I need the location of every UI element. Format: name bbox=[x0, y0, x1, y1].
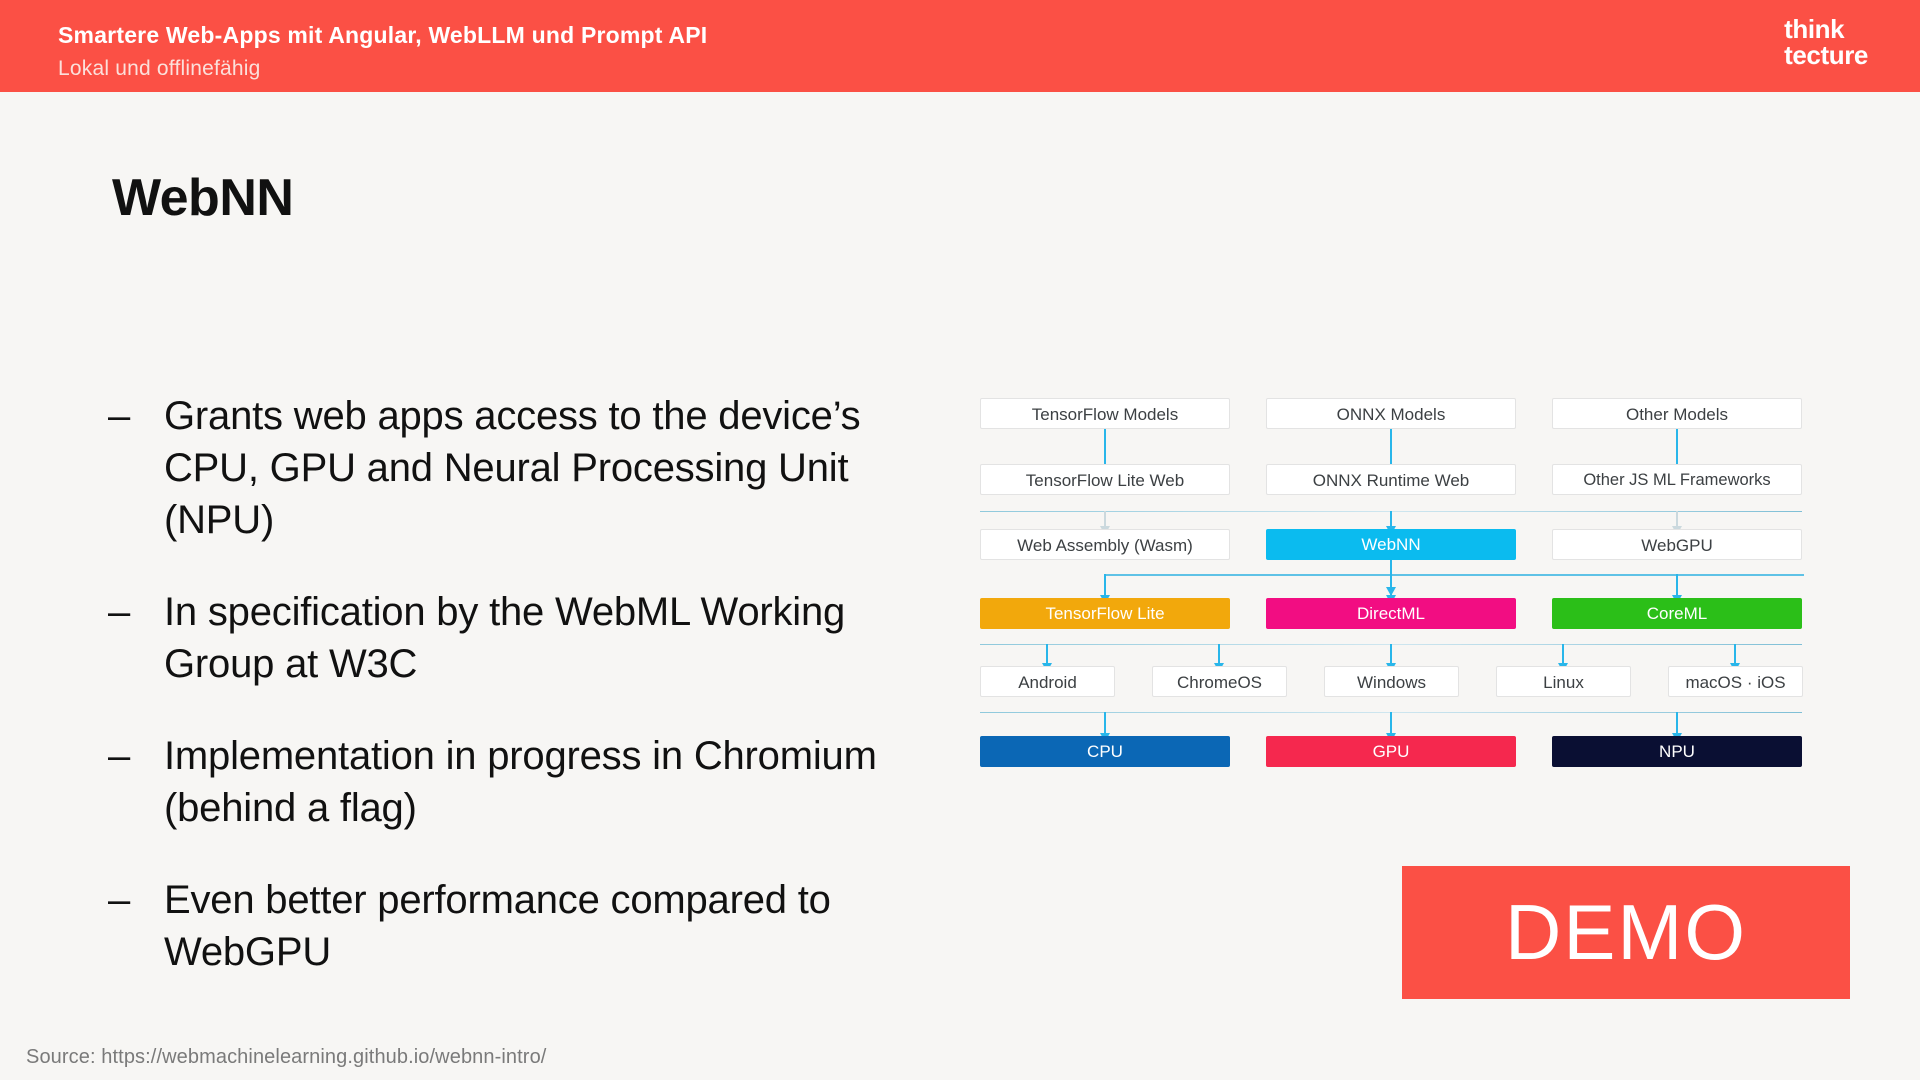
arrow-to-windows bbox=[1386, 644, 1396, 672]
node-linux: Linux bbox=[1496, 666, 1631, 697]
node-gpu: GPU bbox=[1266, 736, 1516, 767]
header-title: Smartere Web-Apps mit Angular, WebLLM un… bbox=[58, 22, 708, 48]
bullet-text: In specification by the WebML Working Gr… bbox=[164, 590, 846, 686]
node-npu: NPU bbox=[1552, 736, 1802, 767]
arrow-bus-to-coreml bbox=[1672, 574, 1682, 604]
node-other-models: Other Models bbox=[1552, 398, 1802, 429]
list-item: – Even better performance compared to We… bbox=[108, 874, 898, 978]
arrow-bus-to-directml bbox=[1386, 574, 1396, 604]
logo-line-tecture: tecture bbox=[1784, 40, 1868, 70]
thinktecture-logo: think tecture bbox=[1784, 16, 1868, 68]
logo-line-think: think bbox=[1784, 14, 1845, 44]
node-tensorflow-lite: TensorFlow Lite bbox=[980, 598, 1230, 629]
bullet-dash-icon: – bbox=[108, 590, 131, 634]
node-chromeos: ChromeOS bbox=[1152, 666, 1287, 697]
arrow-to-linux bbox=[1558, 644, 1568, 672]
arrow-to-gpu bbox=[1386, 712, 1396, 742]
bus-line-native bbox=[1104, 574, 1804, 576]
node-web-assembly-wasm: Web Assembly (Wasm) bbox=[980, 529, 1230, 560]
node-webgpu: WebGPU bbox=[1552, 529, 1802, 560]
node-directml: DirectML bbox=[1266, 598, 1516, 629]
demo-label: DEMO bbox=[1505, 888, 1747, 976]
bullet-text: Implementation in progress in Chromium (… bbox=[164, 734, 877, 830]
bullet-text: Grants web apps access to the device’s C… bbox=[164, 394, 861, 542]
arrow-bus-to-tflite bbox=[1100, 574, 1110, 604]
arrow-to-macos-ios bbox=[1730, 644, 1740, 672]
node-coreml: CoreML bbox=[1552, 598, 1802, 629]
node-onnx-models: ONNX Models bbox=[1266, 398, 1516, 429]
node-android: Android bbox=[980, 666, 1115, 697]
source-footer: Source: https://webmachinelearning.githu… bbox=[26, 1046, 547, 1068]
bullet-dash-icon: – bbox=[108, 394, 131, 438]
list-item: – In specification by the WebML Working … bbox=[108, 586, 898, 690]
page-title: WebNN bbox=[112, 169, 294, 227]
webnn-architecture-diagram: TensorFlow Models ONNX Models Other Mode… bbox=[980, 398, 1804, 838]
arrow-to-npu bbox=[1672, 712, 1682, 742]
node-other-js-ml-frameworks: Other JS ML Frameworks bbox=[1552, 464, 1802, 495]
node-webnn: WebNN bbox=[1266, 529, 1516, 560]
bullet-dash-icon: – bbox=[108, 878, 131, 922]
node-tensorflow-lite-web: TensorFlow Lite Web bbox=[980, 464, 1230, 495]
node-windows: Windows bbox=[1324, 666, 1459, 697]
arrow-to-android bbox=[1042, 644, 1052, 672]
arrow-to-cpu bbox=[1100, 712, 1110, 742]
slide-header: Smartere Web-Apps mit Angular, WebLLM un… bbox=[0, 0, 1920, 92]
node-cpu: CPU bbox=[980, 736, 1230, 767]
arrow-onnxweb-to-webnn bbox=[1386, 511, 1396, 535]
node-macos-ios: macOS · iOS bbox=[1668, 666, 1803, 697]
arrow-tflweb-to-wasm bbox=[1100, 511, 1110, 535]
bullet-text: Even better performance compared to WebG… bbox=[164, 878, 831, 974]
node-tensorflow-models: TensorFlow Models bbox=[980, 398, 1230, 429]
list-item: – Grants web apps access to the device’s… bbox=[108, 390, 898, 546]
node-onnx-runtime-web: ONNX Runtime Web bbox=[1266, 464, 1516, 495]
arrow-to-chromeos bbox=[1214, 644, 1224, 672]
list-item: – Implementation in progress in Chromium… bbox=[108, 730, 898, 834]
bullet-list: – Grants web apps access to the device’s… bbox=[108, 390, 898, 1018]
bullet-dash-icon: – bbox=[108, 734, 131, 778]
header-subtitle: Lokal und offlinefähig bbox=[58, 57, 261, 80]
demo-badge: DEMO bbox=[1402, 866, 1850, 999]
arrow-otherjs-to-webgpu bbox=[1672, 511, 1682, 535]
